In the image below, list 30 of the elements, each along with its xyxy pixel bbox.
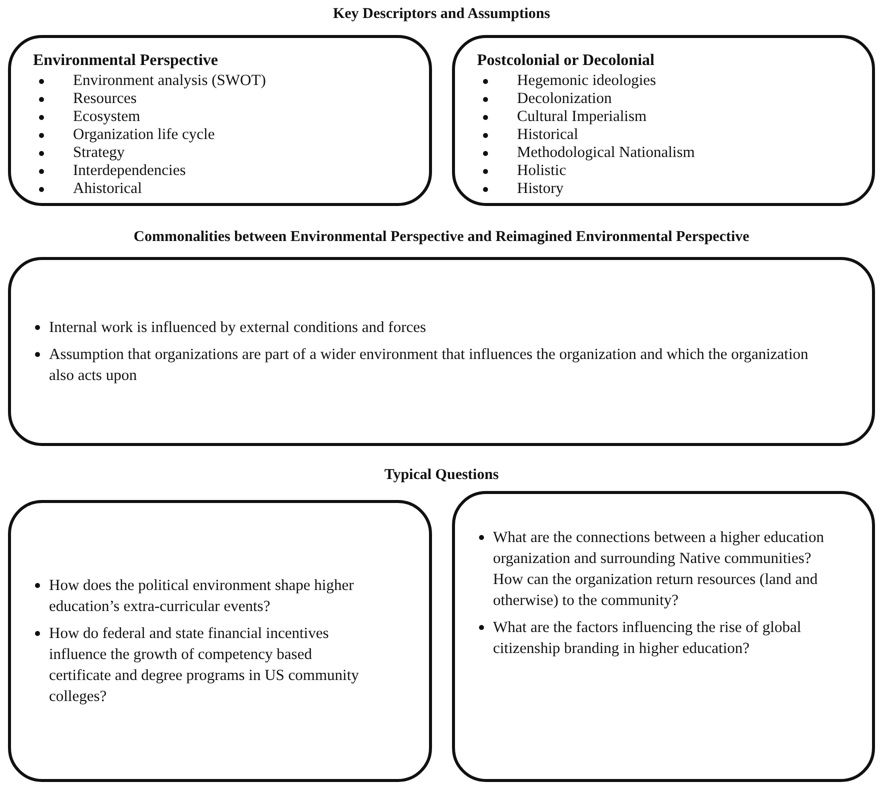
- bullet-item: Holistic: [517, 162, 566, 179]
- rounded-box: [8, 35, 432, 206]
- bullet-item: Interdependencies: [73, 162, 186, 179]
- section-heading: Commonalities between Environmental Perspective and Reimagined Environmental Perspective: [134, 229, 750, 246]
- rounded-box: [8, 257, 875, 446]
- bullet-item: Resources: [73, 90, 137, 107]
- box-heading: Postcolonial or Decolonial: [477, 52, 656, 70]
- rounded-box: [452, 491, 875, 782]
- bullet-item: What are the factors influencing the rise of global citizenship branding in higher education?: [493, 619, 802, 657]
- bullet-item: Methodological Nationalism: [517, 144, 695, 161]
- bullet-item: Hegemonic ideologies: [517, 72, 656, 89]
- rounded-box: [452, 35, 875, 206]
- section-heading: Typical Questions: [384, 467, 499, 484]
- bullet-item: Decolonization: [517, 90, 612, 107]
- bullet-item: Cultural Imperialism: [517, 108, 647, 125]
- bullet-item: Strategy: [73, 144, 125, 161]
- bullet-item: Internal work is influenced by external conditions and forces: [49, 319, 426, 336]
- bullet-item: History: [517, 180, 564, 197]
- bullet-item: Environment analysis (SWOT): [73, 72, 266, 89]
- bullet-item: Assumption that organizations are part of a wider environment that influences the organization and which the organization also acts upon: [49, 346, 808, 384]
- bullet-item: Organization life cycle: [73, 126, 215, 143]
- bullet-item: Ecosystem: [73, 108, 140, 125]
- bullet-item: What are the connections between a higher education organization and surrounding Native communities? How can the organization return resources (land and otherwise) to the community?: [493, 529, 824, 609]
- bullet-item: Ahistorical: [73, 180, 142, 197]
- bullet-item: Historical: [517, 126, 578, 143]
- box-heading: Environmental Perspective: [33, 52, 220, 70]
- rounded-box: [8, 500, 432, 782]
- diagram-title: Key Descriptors and Assumptions: [332, 6, 550, 23]
- bullet-item: How does the political environment shape higher education’s extra-curricular events?: [49, 577, 354, 615]
- bullet-item: How do federal and state financial incentives influence the growth of competency based certificate and degree programs in US community colleges?: [49, 625, 359, 705]
